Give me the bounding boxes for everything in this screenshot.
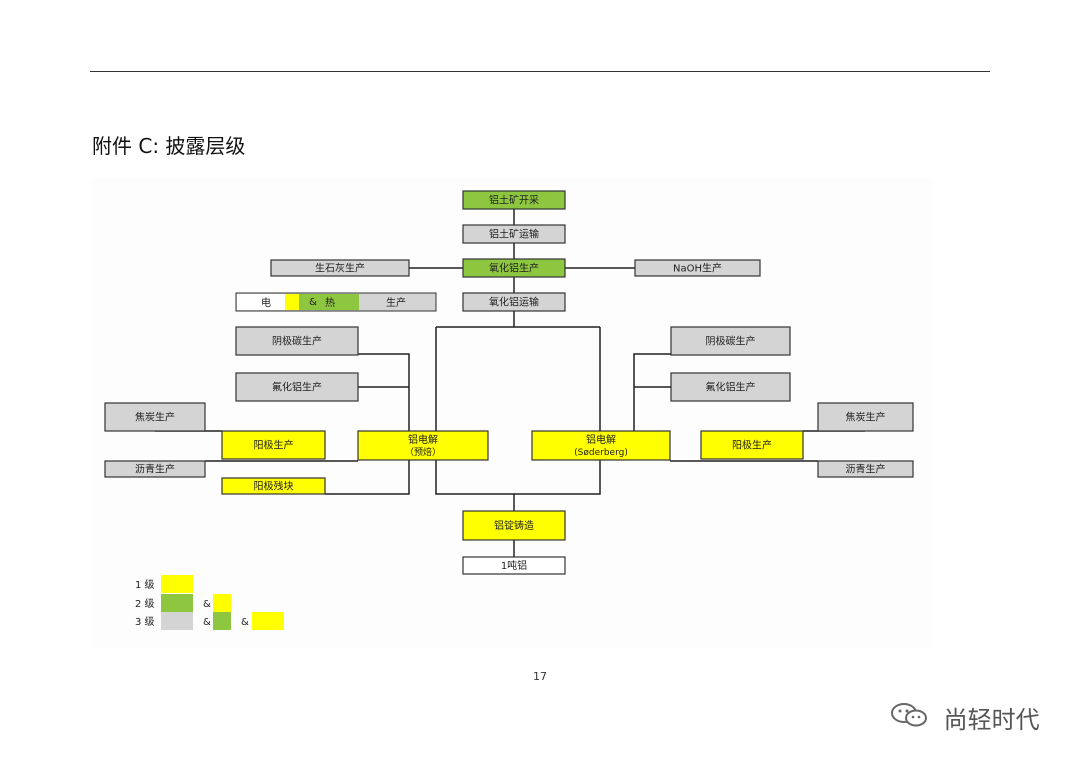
node-label: 沥青生产 <box>846 463 886 476</box>
node-label: 氧化铝生产 <box>489 262 539 275</box>
node-box <box>462 510 566 541</box>
energy-bar-white <box>237 294 285 310</box>
node-coke-right: 焦炭生产 <box>817 402 914 432</box>
node-one-tonne-aluminum: 1吨铝 <box>462 556 566 575</box>
wechat-icon <box>890 701 930 735</box>
node-label: 铝锭铸造 <box>494 519 534 532</box>
node-box <box>235 326 359 356</box>
node-box <box>462 556 566 575</box>
connector-line <box>435 327 601 495</box>
legend-amp: & <box>203 599 211 610</box>
node-box <box>235 372 359 402</box>
node-ingot-casting: 铝锭铸造 <box>462 510 566 541</box>
page-title: 附件 C: 披露层级 <box>92 134 246 158</box>
node-label: 沥青生产 <box>135 463 175 476</box>
node-alumina-transport: 氧化铝运输 <box>462 292 566 312</box>
node-box <box>270 259 410 277</box>
energy-bar-yellow <box>285 294 299 310</box>
node-electrolysis-soderberg: 铝电解 (Søderberg) <box>531 430 671 461</box>
energy-bar-production: 生产 <box>386 296 406 309</box>
node-box <box>462 224 566 244</box>
page-number: 17 <box>533 670 547 683</box>
node-cathode-carbon-left: 阴极碳生产 <box>235 326 359 356</box>
legend-amp: & <box>241 617 249 628</box>
node-sublabel: （预焙） <box>405 446 441 458</box>
node-box <box>221 430 326 460</box>
legend-row-label: 2 级 <box>135 598 155 610</box>
node-box <box>670 372 791 402</box>
node-box <box>104 402 206 432</box>
legend-swatch <box>161 594 193 612</box>
legend-swatch <box>252 612 284 630</box>
legend-swatch <box>213 594 231 612</box>
node-label: 阳极残块 <box>254 480 294 493</box>
node-cathode-carbon-right: 阴极碳生产 <box>670 326 791 356</box>
node-alumina-production: 氧化铝生产 <box>462 258 566 278</box>
node-box <box>817 460 914 478</box>
node-box <box>700 430 804 460</box>
node-bauxite-mining: 铝土矿开采 <box>462 190 566 210</box>
energy-bar-green <box>299 294 359 310</box>
node-pitch-left: 沥青生产 <box>104 460 206 478</box>
node-label: 生石灰生产 <box>315 262 365 275</box>
node-label: 阴极碳生产 <box>706 335 756 348</box>
node-aluminum-fluoride-left: 氟化铝生产 <box>235 372 359 402</box>
node-label: 氟化铝生产 <box>706 381 756 394</box>
legend-row-label: 1 级 <box>135 579 155 591</box>
node-label: NaOH生产 <box>673 262 722 275</box>
node-anode-butts: 阳极残块 <box>221 477 326 495</box>
node-coke-left: 焦炭生产 <box>104 402 206 432</box>
node-label: 氟化铝生产 <box>272 381 322 394</box>
node-aluminum-fluoride-right: 氟化铝生产 <box>670 372 791 402</box>
legend-amp: & <box>203 617 211 628</box>
node-label: 铝电解 <box>408 433 438 446</box>
legend-swatch <box>161 575 193 593</box>
node-label: 阴极碳生产 <box>272 335 322 348</box>
node-box <box>104 460 206 478</box>
energy-heat-production-bar: 电 & 热 生产 <box>235 292 437 312</box>
legend-swatch <box>161 612 193 630</box>
node-sublabel: (Søderberg) <box>574 448 628 458</box>
node-lime-production: 生石灰生产 <box>270 259 410 277</box>
node-box <box>531 430 671 461</box>
node-label: 焦炭生产 <box>135 411 175 424</box>
node-label: 焦炭生产 <box>846 411 886 424</box>
node-label: 铝电解 <box>586 433 616 446</box>
watermark-text: 尚轻时代 <box>943 706 1040 734</box>
legend: 1 级 2 级 & 3 级 & & <box>135 575 284 630</box>
energy-bar-heat: 热 <box>325 296 335 309</box>
node-anode-right: 阳极生产 <box>700 430 804 460</box>
node-box <box>634 259 761 277</box>
energy-bar-electricity: 电 <box>261 296 271 309</box>
node-label: 铝土矿运输 <box>489 228 539 241</box>
header-rule <box>90 71 990 72</box>
node-electrolysis-prebake: 铝电解（预焙） <box>357 430 489 461</box>
node-box <box>462 292 566 312</box>
node-label: 阳极生产 <box>732 439 772 452</box>
node-label: 铝土矿开采 <box>489 194 539 207</box>
diagram-connectors <box>154 209 866 557</box>
node-label: 1吨铝 <box>501 559 527 572</box>
node-naoh-production: NaOH生产 <box>634 259 761 277</box>
node-bauxite-transport: 铝土矿运输 <box>462 224 566 244</box>
node-label: 阳极生产 <box>254 439 294 452</box>
connector-line <box>325 460 410 495</box>
legend-swatch <box>213 612 231 630</box>
connector-line <box>633 353 671 431</box>
energy-bar-amp: & <box>309 297 317 308</box>
node-box <box>817 402 914 432</box>
node-box <box>462 190 566 210</box>
watermark: 尚轻时代 <box>890 700 1040 735</box>
node-anode-left: 阳极生产 <box>221 430 326 460</box>
node-box <box>670 326 791 356</box>
node-box <box>462 258 566 278</box>
node-box <box>357 430 489 461</box>
node-box <box>221 477 326 495</box>
node-label: 氧化铝运输 <box>489 296 539 309</box>
legend-row-label: 3 级 <box>135 616 155 628</box>
connector-line <box>358 353 410 431</box>
node-pitch-right: 沥青生产 <box>817 460 914 478</box>
